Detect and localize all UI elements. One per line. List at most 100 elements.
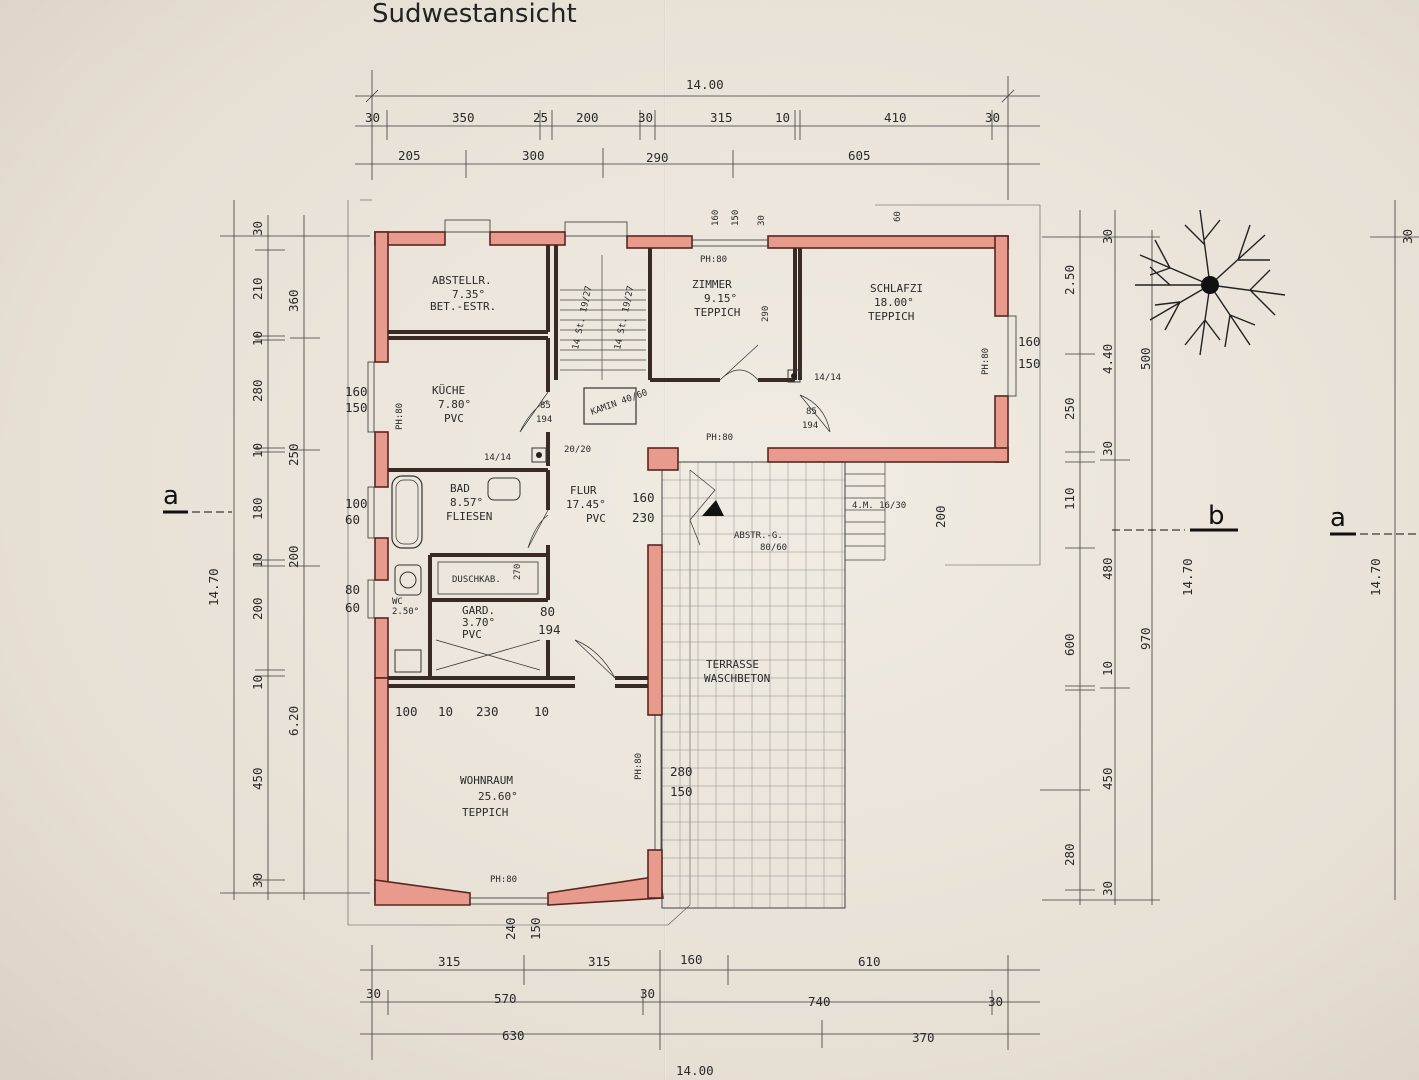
dim-bot-7: 30: [640, 986, 655, 1001]
ann-150-wohn-2: 150: [528, 917, 543, 940]
room-wohnraum-name: WOHNRAUM: [460, 774, 513, 787]
dim-left-inner-4: 6.20: [286, 706, 301, 736]
room-zimmer-area: 9.15°: [704, 292, 737, 305]
wardrobe-cross: [435, 639, 541, 671]
dim-top-b4: 605: [848, 148, 871, 163]
ann-200-terr: 200: [933, 505, 948, 528]
dim-left-3: 10: [250, 331, 265, 346]
dim-left-inner-2: 250: [286, 443, 301, 466]
room-abstell-name: ABSTELLR.: [432, 274, 492, 287]
windows: [367, 219, 1017, 905]
room-schlafz-name: SCHLAFZI: [870, 282, 923, 295]
ann-160-flur: 160: [632, 490, 655, 505]
dim-top-b1: 205: [398, 148, 421, 163]
ann-vent2-kueche: 20/20: [564, 445, 591, 455]
dim-far-2: 14.70: [1368, 558, 1383, 596]
room-bad-name: BAD: [450, 482, 470, 495]
dim-right-9: 480: [1100, 557, 1115, 580]
room-flur-floor: PVC: [586, 512, 606, 525]
room-terrasse-name: TERRASSE: [706, 658, 759, 671]
room-flur-area: 17.45°: [566, 498, 606, 511]
ann-vent-schlafz: 14/14: [814, 373, 841, 383]
section-mark-b: b: [1112, 501, 1238, 532]
room-kueche-floor: PVC: [444, 412, 464, 425]
dim-top-b3: 290: [646, 150, 669, 165]
dim-right-13: 500: [1138, 347, 1153, 370]
ann-150-top-zimmer: 150: [731, 210, 741, 226]
room-wc-detail: 2.50°: [392, 607, 419, 617]
dim-top-overall: 14.00: [686, 77, 724, 92]
dim-left-4: 280: [250, 379, 265, 402]
ann-270-dusch: 270: [513, 564, 523, 580]
section-mark-a-left: a: [163, 481, 232, 514]
ann-150-wohn: 150: [670, 784, 693, 799]
dim-bot-1: 315: [438, 954, 461, 969]
dim-right-2: 250: [1062, 397, 1077, 420]
room-bad-floor: FLIESEN: [446, 510, 492, 523]
dim-left-2: 210: [250, 277, 265, 300]
room-zimmer-floor: TEPPICH: [694, 306, 740, 319]
bathtub-icon: [391, 475, 423, 549]
ann-230-flur: 230: [632, 510, 655, 525]
washbasin-icon: [487, 477, 521, 501]
dim-left-5: 10: [250, 443, 265, 458]
dim-top-2: 350: [452, 110, 475, 125]
dim-left-6: 180: [250, 497, 265, 520]
dim-right-5: 280: [1062, 843, 1077, 866]
dim-bot-5: 30: [366, 986, 381, 1001]
ann-10-wohn-2: 10: [534, 704, 549, 719]
shower-icon: [437, 561, 539, 595]
ann-80-gard: 80: [540, 604, 555, 619]
ann-240-wohn: 240: [503, 917, 518, 940]
ann-150-schlafz: 150: [1018, 356, 1041, 371]
dim-left-8: 200: [250, 597, 265, 620]
dim-right-1: 2.50: [1062, 265, 1077, 295]
ann-194-gard: 194: [538, 622, 561, 637]
ann-abstr-dim: 80/60: [760, 543, 787, 553]
toilet-icon: [394, 564, 422, 673]
dim-right-6: 30: [1100, 229, 1115, 244]
chimney: KAMIN 40/60: [583, 387, 649, 425]
dim-left-11: 30: [250, 873, 265, 888]
dim-right-10: 10: [1100, 661, 1115, 676]
dim-right-3: 110: [1062, 487, 1077, 510]
interior-walls: [388, 245, 802, 688]
dim-bot-3: 160: [680, 952, 703, 967]
dim-left-inner-1: 360: [286, 289, 301, 312]
room-wohnraum-area: 25.60°: [478, 790, 518, 803]
outer-walls: [374, 231, 1009, 906]
right-dimensions: 2.50 250 110 600 280 30 4.40 30 480 10 4…: [1040, 200, 1419, 905]
room-schlafz-area: 18.00°: [874, 296, 914, 309]
dim-top-9: 30: [985, 110, 1000, 125]
dim-top-4: 200: [576, 110, 599, 125]
ann-pm80-flur: PH:80: [706, 433, 733, 443]
chimney-label: KAMIN 40/60: [590, 388, 649, 418]
section-label-b: b: [1208, 501, 1225, 531]
ann-194-kueche: 194: [536, 415, 552, 425]
dim-bot-6: 570: [494, 991, 517, 1006]
ann-10-wohn: 10: [438, 704, 453, 719]
ann-100-wohn: 100: [395, 704, 418, 719]
ann-pm80-wohnraum: PH:80: [490, 875, 517, 885]
room-gard-floor: PVC: [462, 628, 482, 641]
dim-far-1: 30: [1400, 229, 1415, 244]
dim-left-inner-3: 200: [286, 545, 301, 568]
top-dimensions: 14.00 30 350 25 200 30 315 10 410 30 205…: [355, 70, 1040, 200]
room-wohnraum-floor: TEPPICH: [462, 806, 508, 819]
dim-bot-8: 740: [808, 994, 831, 1009]
ann-150-kueche: 150: [345, 400, 368, 415]
site-outline: [347, 199, 1041, 926]
entrance-arrow-icon: [702, 500, 724, 516]
paper-fold: [664, 0, 666, 1080]
dim-right-7: 4.40: [1100, 344, 1115, 374]
room-wc-name: WC: [392, 597, 403, 607]
dim-top-6: 315: [710, 110, 733, 125]
vent-icon: [531, 369, 801, 463]
dim-left-1: 30: [250, 221, 265, 236]
staircase: [560, 255, 886, 561]
room-kueche-name: KÜCHE: [432, 384, 465, 397]
ann-85-kueche: 85: [540, 401, 551, 411]
room-dusch-name: DUSCHKAB.: [452, 575, 501, 585]
